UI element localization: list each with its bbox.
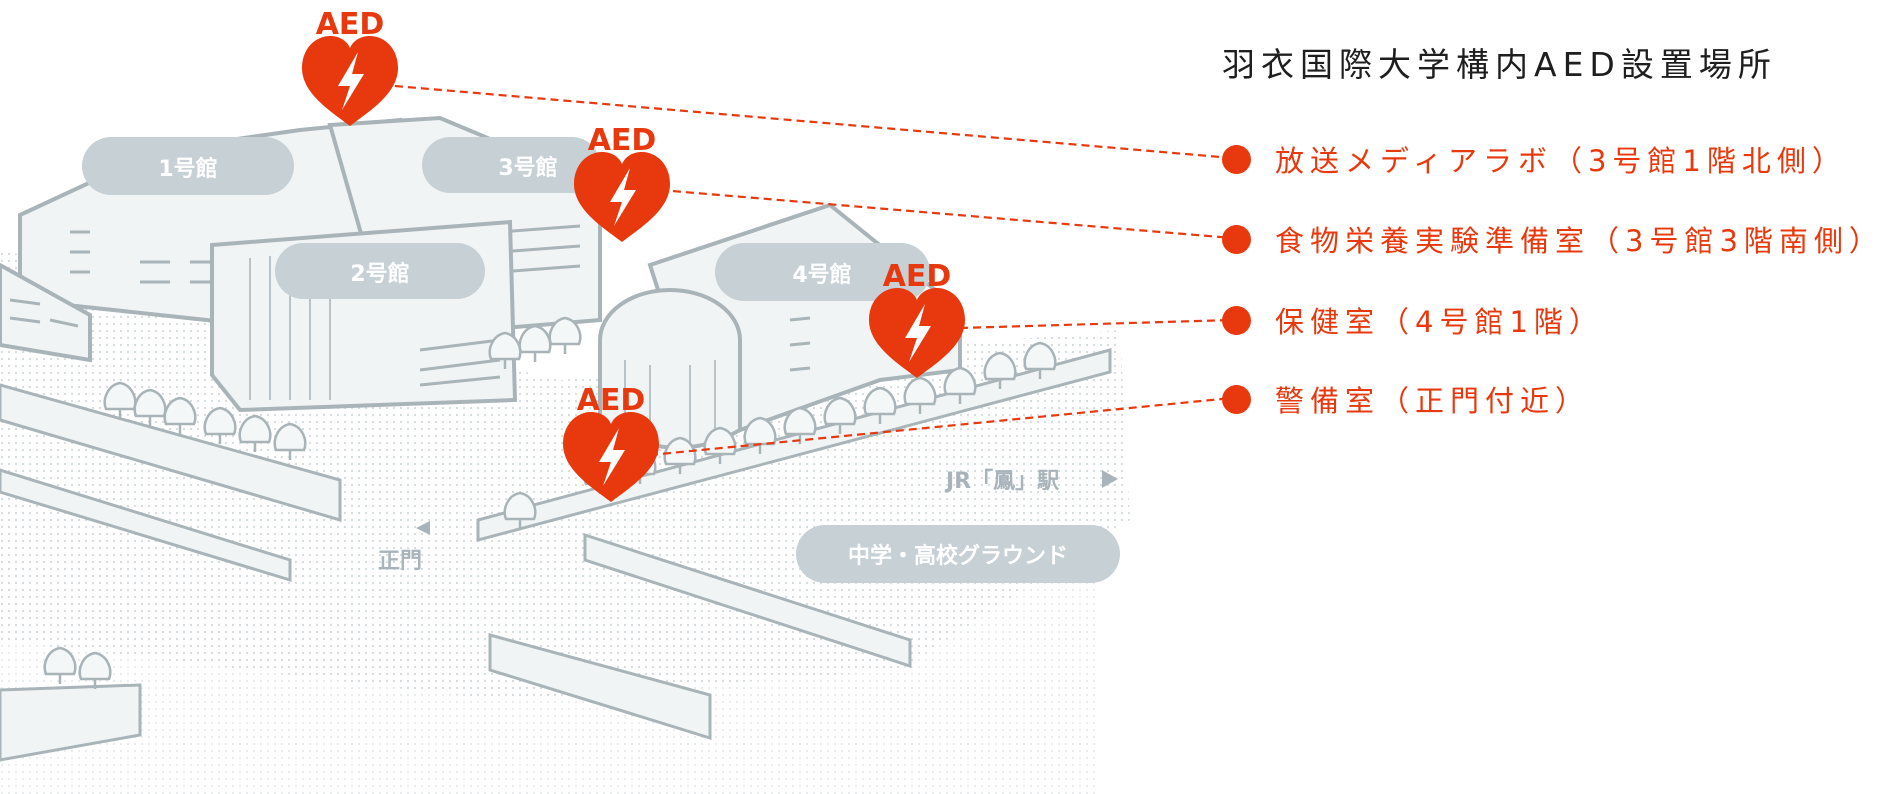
building-label-4: 4号館 [715, 243, 930, 301]
campus-walls [0, 348, 1112, 762]
svg-text:2号館: 2号館 [350, 261, 409, 287]
leader-lines [394, 84, 1233, 457]
aed-marker-label: AED [588, 123, 657, 158]
aed-marker-1[interactable]: AED [302, 7, 398, 126]
svg-text:4号館: 4号館 [792, 262, 851, 288]
aed-marker-label: AED [316, 7, 385, 42]
svg-text:正門: 正門 [378, 549, 422, 574]
aed-marker-label: AED [883, 259, 952, 294]
aed-heart-icon [302, 36, 398, 126]
aed-marker-4[interactable]: AED [563, 383, 659, 502]
legend-item-3[interactable]: 保健室（4号館1階） [1222, 300, 1604, 340]
legend-label: 警備室（正門付近） [1275, 384, 1591, 418]
arrow-left-icon [416, 521, 430, 535]
legend-item-2[interactable]: 食物栄養実験準備室（3号館3階南側） [1222, 219, 1884, 259]
building-label-1: 1号館 [82, 137, 294, 195]
building-label-3: 3号館 [422, 137, 600, 193]
aed-marker-2[interactable]: AED [574, 123, 670, 242]
legend-dot-icon [1222, 305, 1251, 335]
building-west[interactable] [0, 262, 92, 363]
open-ground [0, 470, 1100, 794]
legend-label: 放送メディアラボ（3号館1階北側） [1275, 144, 1847, 178]
building-label-2: 2号館 [275, 243, 485, 299]
legend-label: 保健室（4号館1階） [1275, 305, 1604, 339]
ground-label: 中学・高校グラウンド [796, 525, 1120, 583]
svg-text:3号館: 3号館 [498, 155, 557, 181]
aed-marker-3[interactable]: AED [869, 259, 965, 378]
map-title: 羽衣国際大学構内AED設置場所 [1222, 45, 1777, 84]
svg-text:中学・高校グラウンド: 中学・高校グラウンド [848, 543, 1068, 569]
legend-dot-icon [1222, 224, 1251, 254]
legend-dot-icon [1222, 384, 1251, 414]
main-gate-label: 正門 [378, 521, 430, 574]
legend-label: 食物栄養実験準備室（3号館3階南側） [1275, 224, 1884, 258]
svg-text:JR「鳳」駅: JR「鳳」駅 [944, 469, 1059, 494]
arrow-right-icon [1102, 470, 1118, 488]
legend-dot-icon [1222, 144, 1251, 174]
legend-item-1[interactable]: 放送メディアラボ（3号館1階北側） [1222, 139, 1847, 179]
svg-text:1号館: 1号館 [158, 156, 217, 182]
station-label: JR「鳳」駅 [944, 469, 1118, 494]
aed-marker-label: AED [577, 383, 646, 418]
legend-item-4[interactable]: 警備室（正門付近） [1222, 379, 1590, 419]
